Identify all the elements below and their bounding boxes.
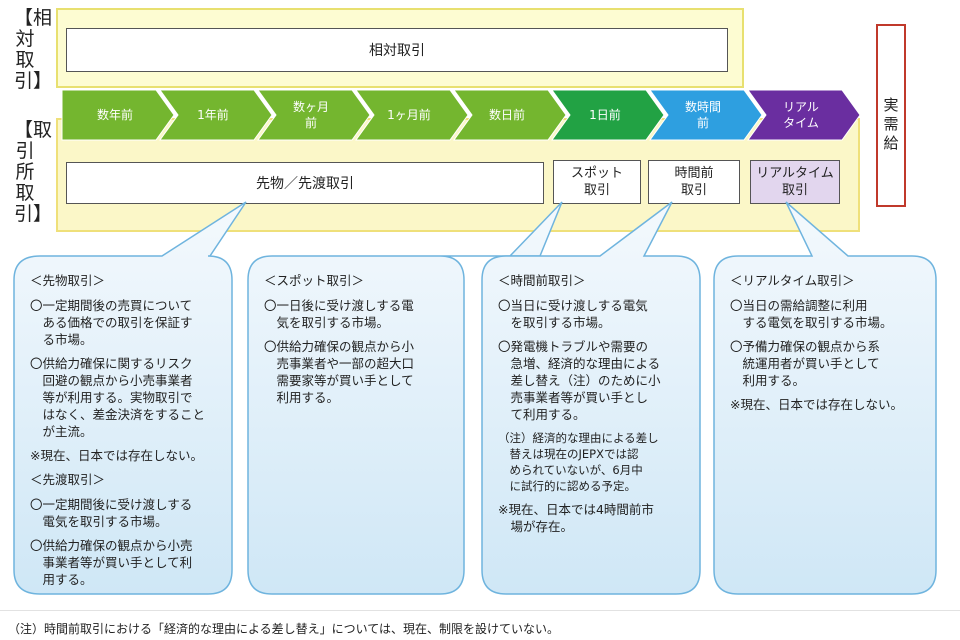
timeline-step-0 <box>61 89 175 141</box>
timeline-step-7 <box>747 89 861 141</box>
forward-trade-bar: 先物／先渡取引 <box>66 162 544 204</box>
realtime-item-2: 〇予備力確保の観点から系 統運用者が買い手として 利用する。 <box>730 339 881 388</box>
spot-bubble-text: ＜スポット取引＞ 〇一日後に受け渡しする電 気を取引する市場。 〇供給力確保の観… <box>264 272 460 413</box>
timeline-step-4 <box>453 89 567 141</box>
hour-ahead-title: ＜時間前取引＞ <box>498 273 586 288</box>
hour-ahead-bubble-text: ＜時間前取引＞ 〇当日に受け渡しする電気 を取引する市場。 〇発電機トラブルや需… <box>498 272 698 542</box>
bubbles-layer <box>13 201 937 595</box>
actual-demand-box: 実需給 <box>876 24 906 207</box>
actual-demand-label: 実需給 <box>883 96 899 152</box>
forward-trade-label: 先物／先渡取引 <box>256 176 354 192</box>
relative-trade-bar: 相対取引 <box>66 28 728 72</box>
realtime-trade-label: リアルタイム 取引 <box>756 166 834 198</box>
exchange-trade-side-label: 【取引所取引】 <box>14 119 53 225</box>
spot-item-2: 〇供給力確保の観点から小 売事業者や一部の超大口 需要家等が買い手として 利用す… <box>264 339 415 405</box>
spot-bubble <box>247 201 563 595</box>
timeline-arrow: 数年前 1年前 数ヶ月前 1ヶ月前 数日前 1日前 数時間前 リアルタイム <box>61 89 861 141</box>
timeline-label-7: リアルタイム <box>783 100 819 130</box>
forwards-title: ＜先渡取引＞ <box>30 472 106 487</box>
relative-trade-side-label: 【相対取引】 <box>14 7 53 92</box>
spot-trade-box: スポット 取引 <box>553 160 641 204</box>
timeline-label-2: 数ヶ月前 <box>293 99 329 130</box>
futures-item-1: 〇一定期間後の売買について ある価格での取引を保証す る市場。 <box>30 298 193 347</box>
timeline-label-5: 1日前 <box>589 107 621 122</box>
hour-ahead-bubble <box>481 201 701 595</box>
forward-bubble-text: ＜先物取引＞ 〇一定期間後の売買について ある価格での取引を保証す る市場。 〇… <box>30 272 230 595</box>
timeline-label-1: 1年前 <box>197 107 229 122</box>
futures-title: ＜先物取引＞ <box>30 273 106 288</box>
footer-divider <box>0 610 960 611</box>
realtime-bubble-text: ＜リアルタイム取引＞ 〇当日の需給調整に利用 する電気を取引する市場。 〇予備力… <box>730 272 930 420</box>
realtime-item-3: ※現在、日本では存在しない。 <box>730 397 903 412</box>
hour-ahead-item-2: 〇発電機トラブルや需要の 急増、経済的な理由による 差し替え（注）のために小 売… <box>498 339 661 422</box>
forwards-item-1: 〇一定期間後に受け渡しする 電気を取引する市場。 <box>30 497 193 529</box>
forward-bubble <box>13 201 247 595</box>
hour-ahead-trade-label: 時間前 取引 <box>674 166 714 198</box>
hour-ahead-note: （注）経済的な理由による差し 替えは現在のJEPXでは認 められていないが、6月… <box>498 431 659 493</box>
realtime-title: ＜リアルタイム取引＞ <box>730 273 855 288</box>
timeline-label-4: 数日前 <box>489 107 525 122</box>
relative-trade-label: 相対取引 <box>369 43 425 59</box>
futures-item-3: ※現在、日本では存在しない。 <box>30 448 203 463</box>
timeline-step-5 <box>551 89 665 141</box>
timeline-step-3 <box>355 89 469 141</box>
spot-item-1: 〇一日後に受け渡しする電 気を取引する市場。 <box>264 298 414 330</box>
timeline-step-2 <box>257 89 371 141</box>
spot-title: ＜スポット取引＞ <box>264 273 365 288</box>
timeline-step-6 <box>649 89 763 141</box>
footnote: （注）時間前取引における「経済的な理由による差し替え」については、現在、制限を設… <box>8 622 560 636</box>
spot-trade-label: スポット 取引 <box>570 166 623 198</box>
timeline-label-0: 数年前 <box>97 107 133 122</box>
futures-item-2: 〇供給力確保に関するリスク 回避の観点から小売事業者 等が利用する。実物取引で … <box>30 356 206 439</box>
hour-ahead-trade-box: 時間前 取引 <box>648 160 740 204</box>
timeline-label-3: 1ヶ月前 <box>387 107 431 122</box>
hour-ahead-item-1: 〇当日に受け渡しする電気 を取引する市場。 <box>498 298 648 330</box>
realtime-trade-box: リアルタイム 取引 <box>750 160 840 204</box>
realtime-bubble <box>713 201 937 595</box>
hour-ahead-item-3: ※現在、日本では4時間前市 場が存在。 <box>498 502 654 534</box>
timeline-step-1 <box>159 89 273 141</box>
forwards-item-2: 〇供給力確保の観点から小売 事業者等が買い手として利 用する。 <box>30 538 193 587</box>
realtime-item-1: 〇当日の需給調整に利用 する電気を取引する市場。 <box>730 298 893 330</box>
timeline-label-6: 数時間前 <box>685 99 721 130</box>
